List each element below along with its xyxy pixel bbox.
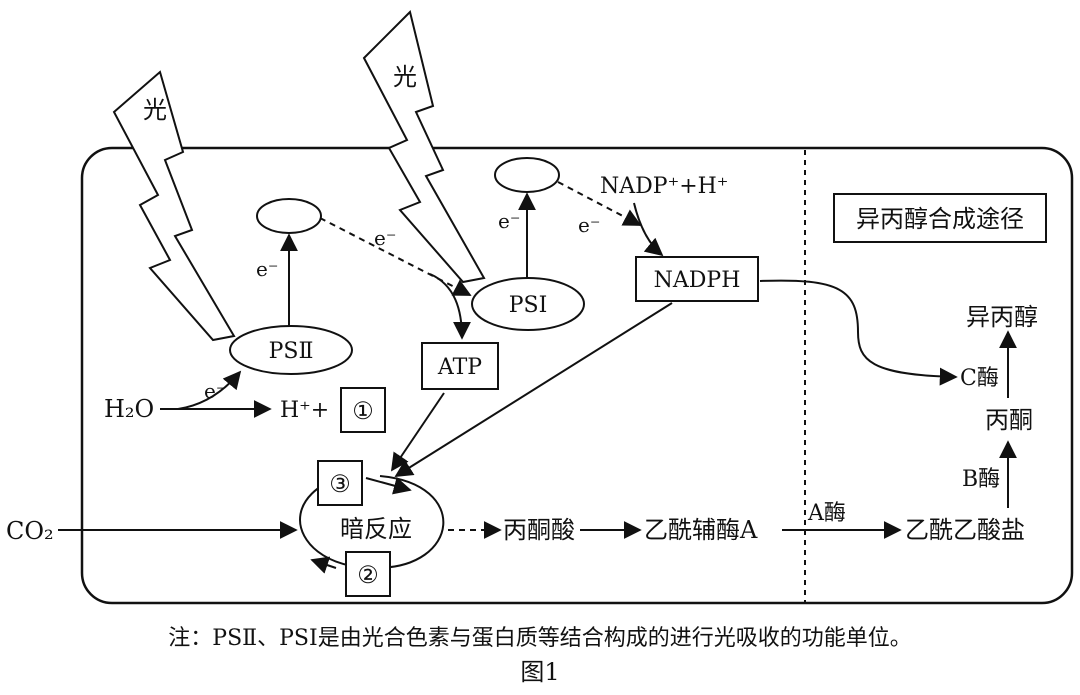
pathway-title-box	[833, 193, 1047, 243]
pyruvate-label: 丙酮酸	[503, 516, 575, 544]
marker1-box	[340, 387, 386, 433]
light-bolt-left	[112, 70, 236, 342]
h2o-label: H₂O	[104, 395, 154, 423]
ps1-label: PSⅠ	[509, 293, 548, 318]
acetone-label: 丙酮	[985, 406, 1033, 434]
ps1-electron-label: e⁻	[498, 209, 520, 233]
figure-note: 注：PSⅡ、PSⅠ是由光合色素与蛋白质等结合构成的进行光吸收的功能单位。	[168, 626, 911, 651]
electron-to-nadph-dashed	[557, 181, 642, 226]
ps2-acceptor	[256, 198, 322, 234]
h2o-electron-label: e⁻	[204, 379, 226, 403]
acetoacetate-label: 乙酰乙酸盐	[905, 516, 1025, 544]
marker3-box	[317, 460, 363, 506]
cycle-bottom-arrow	[310, 556, 337, 574]
enzyme-b-label: B酶	[962, 467, 1000, 492]
nadph-to-dark-arrow	[394, 302, 673, 477]
nadph-to-c-enzyme-arrow	[759, 279, 958, 386]
enzyme-a-label: A酶	[807, 501, 846, 526]
atp-label: ATP	[437, 355, 482, 380]
atp-branch-arrow	[429, 273, 471, 340]
marker3-label: ③	[329, 470, 351, 498]
cycle-top-arrow	[365, 477, 412, 495]
light-bolt-right	[362, 10, 486, 284]
co2-label: CO₂	[6, 517, 54, 545]
ps2-label: PSⅡ	[269, 339, 314, 364]
electron-transfer-label: e⁻	[374, 226, 396, 250]
ps1-acceptor	[494, 157, 560, 193]
pathway-title: 异丙醇合成途径	[856, 205, 1024, 233]
nadph-label: NADPH	[654, 268, 741, 293]
nadp-to-nadph-arrow	[633, 202, 664, 257]
atp-box	[421, 342, 499, 390]
ps2-ellipse	[229, 325, 353, 375]
dark-reaction-label: 暗反应	[340, 515, 412, 543]
nadp-label: NADP⁺+H⁺	[600, 174, 728, 199]
marker2-label: ②	[357, 561, 379, 589]
marker2-box	[345, 551, 391, 597]
ps2-electron-label: e⁻	[256, 257, 278, 281]
electron-to-nadph-label: e⁻	[578, 213, 600, 237]
cell-boundary	[80, 146, 1074, 605]
atp-to-dark-arrow	[390, 392, 445, 472]
light-label-right: 光	[393, 63, 417, 91]
acetyl-coa-label: 乙酰辅酶A	[644, 516, 758, 544]
nadph-box	[635, 256, 759, 302]
h2o-electron-arrow	[177, 370, 242, 410]
marker1-label: ①	[352, 397, 374, 425]
enzyme-c-label: C酶	[960, 366, 999, 391]
isopropanol-label: 异丙醇	[966, 303, 1038, 331]
light-label-left: 光	[143, 96, 167, 124]
figure-caption: 图1	[520, 658, 559, 686]
h-plus-label: H⁺+	[280, 398, 329, 423]
